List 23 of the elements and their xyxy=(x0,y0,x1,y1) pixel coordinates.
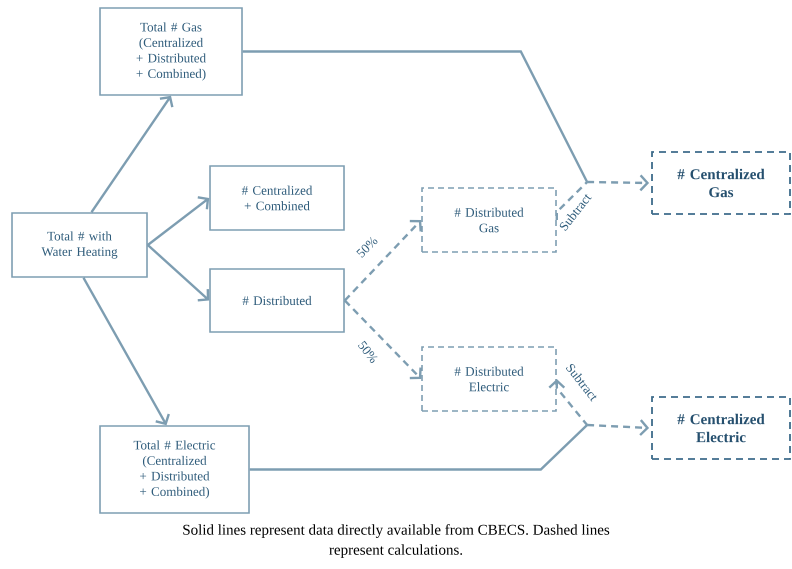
data-box: Total # with Water Heating xyxy=(11,212,148,278)
data-box: Total # Electric (Centralized + Distributed + Combined) xyxy=(99,425,250,514)
data-box: Total # Gas (Centralized + Distributed + Combined) xyxy=(99,7,243,96)
caption: Solid lines represent data directly available from CBECS. Dashed lines represent calculations. xyxy=(183,524,610,558)
data-box: # Distributed xyxy=(209,268,345,333)
arrow xyxy=(548,379,588,426)
arrow xyxy=(90,96,174,213)
edge-label: 50% xyxy=(354,234,380,260)
arrow xyxy=(587,419,650,436)
connector-line xyxy=(242,50,588,183)
arrow xyxy=(147,244,210,302)
calculation-box: # Centralized Gas xyxy=(651,151,791,215)
arrow xyxy=(344,300,422,380)
data-box: # Centralized + Combined xyxy=(209,165,345,231)
calculation-box: # Centralized Electric xyxy=(651,396,791,460)
arrow xyxy=(82,277,170,426)
connector-line xyxy=(556,181,588,220)
arrow xyxy=(344,220,422,302)
arrow xyxy=(587,174,650,192)
calculation-box: # Distributed Electric xyxy=(421,346,557,412)
arrow xyxy=(147,196,210,246)
calculation-box: # Distributed Gas xyxy=(421,187,557,253)
connector-line xyxy=(250,424,588,471)
